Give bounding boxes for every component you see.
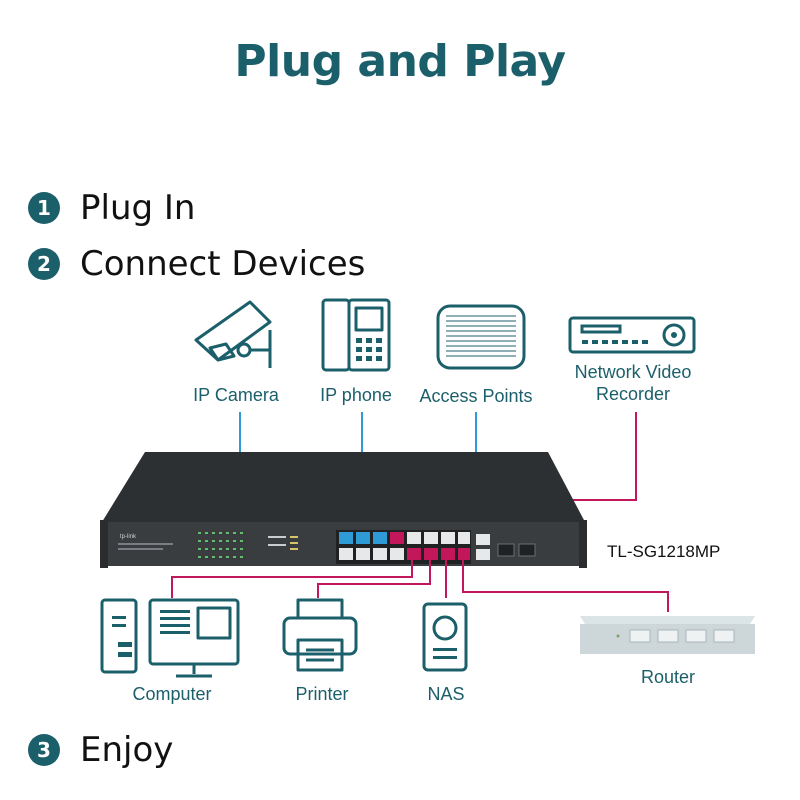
switch-ports: [339, 532, 536, 560]
step-connect-devices: 2 Connect Devices: [28, 242, 365, 286]
step-number-badge: 2: [28, 248, 60, 280]
router-line: [462, 560, 669, 612]
nas-label: NAS: [427, 684, 464, 704]
computer-label: Computer: [132, 684, 211, 704]
switch-device: tp-link: [100, 452, 587, 568]
nvr-label-line2: Recorder: [596, 384, 670, 404]
nas-icon: [422, 602, 468, 672]
computer-icon: [100, 598, 240, 678]
router-label: Router: [641, 667, 695, 687]
step-number-badge: 1: [28, 192, 60, 224]
ip-phone-label: IP phone: [320, 385, 392, 405]
ip-phone-icon: [321, 298, 391, 372]
lan-connection-lines: [171, 560, 669, 612]
access-point-icon: [436, 304, 526, 370]
switch-model-label: TL-SG1218MP: [607, 542, 720, 561]
printer-icon: [282, 598, 358, 672]
step-plug-in: 1 Plug In: [28, 186, 195, 230]
printer-label: Printer: [295, 684, 348, 704]
access-points-label: Access Points: [419, 386, 532, 406]
ip-camera-icon: [194, 300, 272, 368]
ip-camera-label: IP Camera: [193, 385, 280, 405]
step-label: Enjoy: [80, 730, 174, 770]
nvr-label-line1: Network Video: [575, 362, 692, 382]
page-title: Plug and Play: [234, 36, 566, 87]
step-enjoy: 3 Enjoy: [28, 728, 173, 772]
printer-line: [317, 560, 431, 598]
router-icon: [580, 616, 755, 654]
step-label: Plug In: [80, 188, 196, 228]
step-label: Connect Devices: [80, 244, 366, 284]
step-number-badge: 3: [28, 734, 60, 766]
switch-brand-logo: tp-link: [120, 534, 137, 540]
switch-led-grid: [198, 532, 243, 558]
computer-line: [171, 560, 413, 598]
nvr-icon: [568, 316, 696, 354]
switch-top-face: [102, 452, 585, 522]
